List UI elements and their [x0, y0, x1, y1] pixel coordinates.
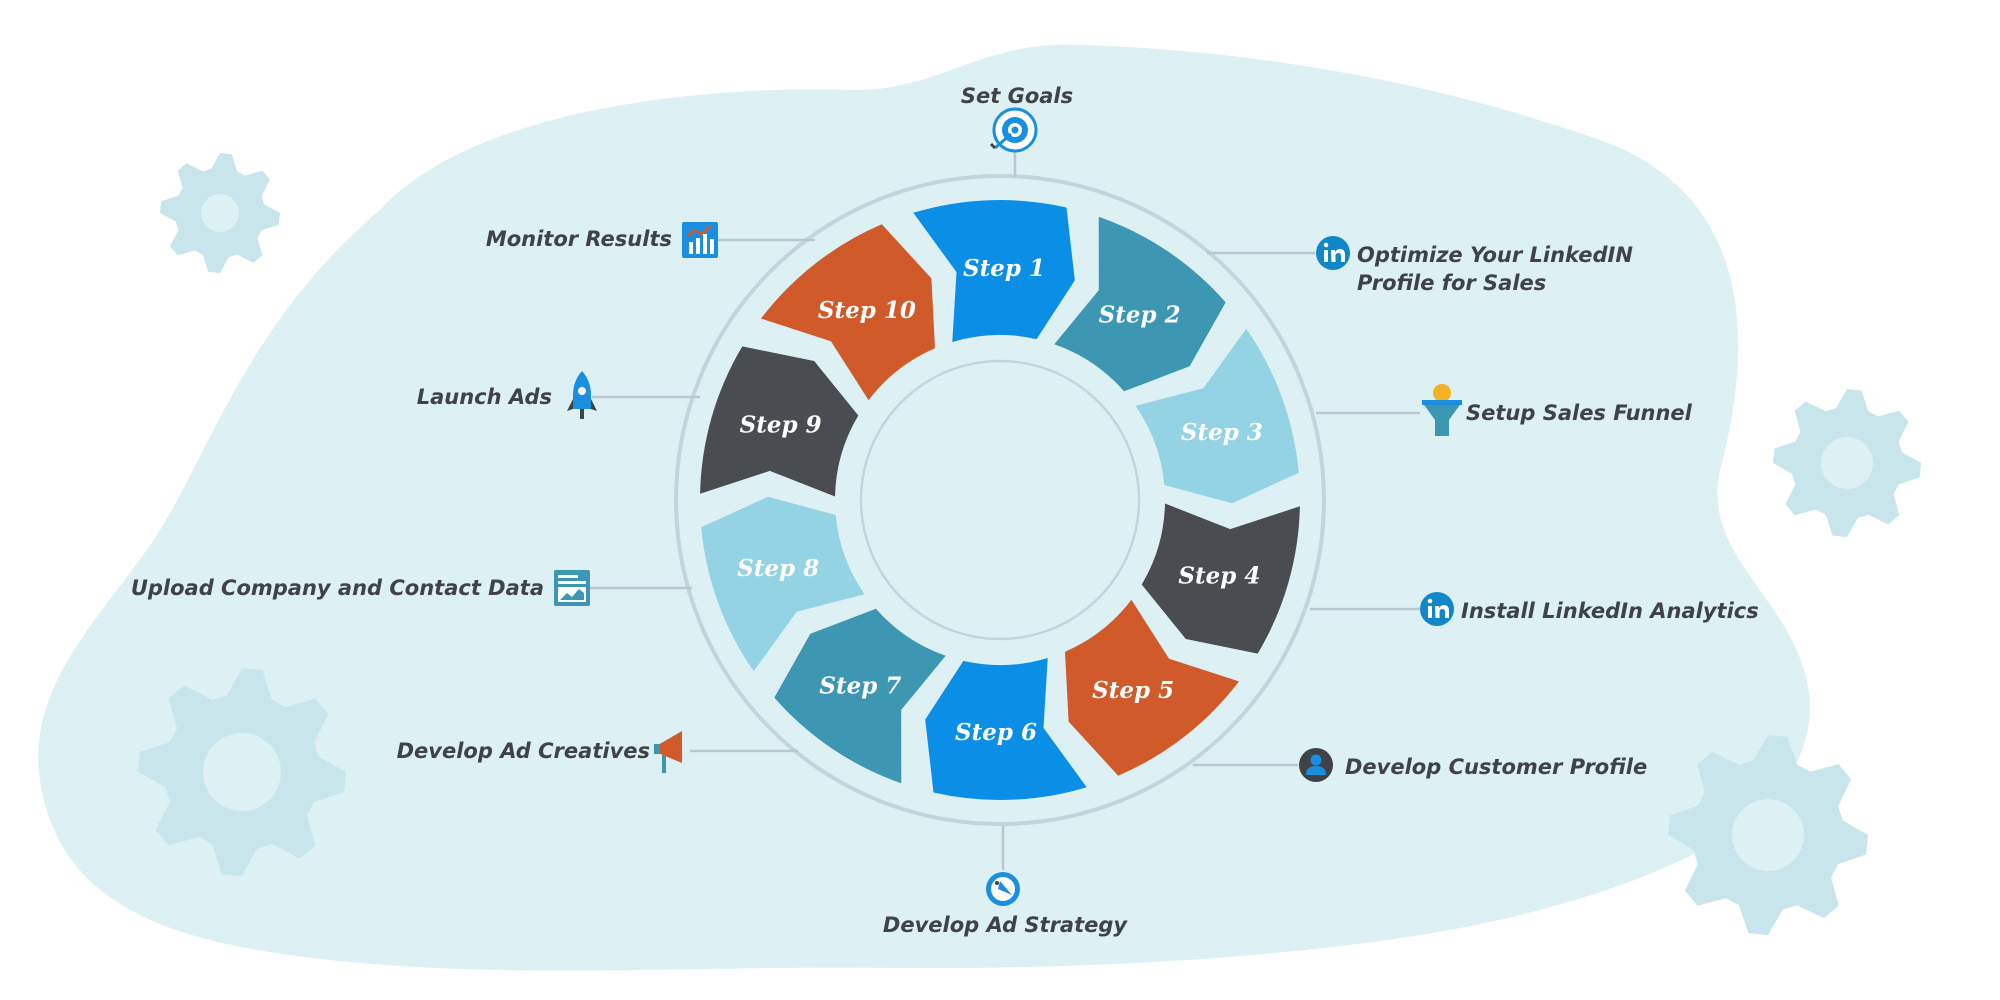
step-segment: [1141, 503, 1300, 654]
step-segment: [1065, 599, 1239, 776]
compass-icon: [986, 872, 1020, 906]
step-label: Step 7: [819, 672, 901, 699]
step-label: Step 1: [963, 255, 1045, 282]
step-segment: [925, 658, 1087, 800]
label-launch-ads: Launch Ads: [417, 385, 552, 409]
connector-lines: [588, 145, 1420, 870]
label-ad-strategy: Develop Ad Strategy: [883, 913, 1129, 937]
funnel-icon: [1422, 384, 1462, 436]
label-setup-funnel: Setup Sales Funnel: [1466, 401, 1693, 425]
outer-ring: [674, 174, 1326, 826]
dashboard-icon: [554, 570, 590, 606]
gear-hole: [203, 733, 281, 811]
background-blob: [38, 44, 1811, 971]
step-segment: [700, 346, 859, 497]
step-segment: [774, 608, 946, 784]
step-label: Step 5: [1092, 677, 1174, 704]
step-segments: [700, 200, 1300, 800]
step-segment: [913, 200, 1075, 342]
target-icon: [989, 107, 1038, 153]
label-set-goals: Set Goals: [961, 84, 1073, 108]
step-label: Step 8: [737, 555, 819, 582]
label-customer-profile: Develop Customer Profile: [1345, 755, 1647, 779]
label-ad-creatives: Develop Ad Creatives: [397, 739, 650, 763]
inner-ring: [859, 359, 1141, 641]
user-icon: [1299, 748, 1333, 782]
label-upload-data: Upload Company and Contact Data: [131, 576, 544, 600]
label-install-analytics: Install LinkedIn Analytics: [1461, 599, 1759, 623]
linkedin-icon: [1420, 592, 1454, 626]
label-monitor-results: Monitor Results: [486, 227, 672, 251]
chart-icon: [682, 222, 718, 258]
step-label: Step 6: [955, 719, 1037, 746]
step-label: Step 9: [740, 412, 822, 439]
linkedin-icon: [1316, 236, 1350, 270]
step-segment: [1135, 328, 1299, 504]
label-optimize-line2: Profile for Sales: [1357, 271, 1546, 295]
gear-hole: [1821, 437, 1873, 489]
step-label: Step 10: [818, 297, 916, 324]
step-segment: [1054, 216, 1226, 392]
step-label: Step 4: [1178, 563, 1260, 590]
step-segment: [701, 496, 865, 672]
rocket-icon: [567, 371, 597, 419]
gear-hole: [1732, 799, 1804, 871]
gear-hole: [201, 194, 239, 232]
label-optimize-line1: Optimize Your LinkedIN: [1357, 243, 1633, 267]
step-label: Step 3: [1181, 419, 1263, 446]
step-segment: [761, 224, 935, 401]
megaphone-icon: [654, 731, 682, 773]
step-label: Step 2: [1099, 302, 1181, 329]
